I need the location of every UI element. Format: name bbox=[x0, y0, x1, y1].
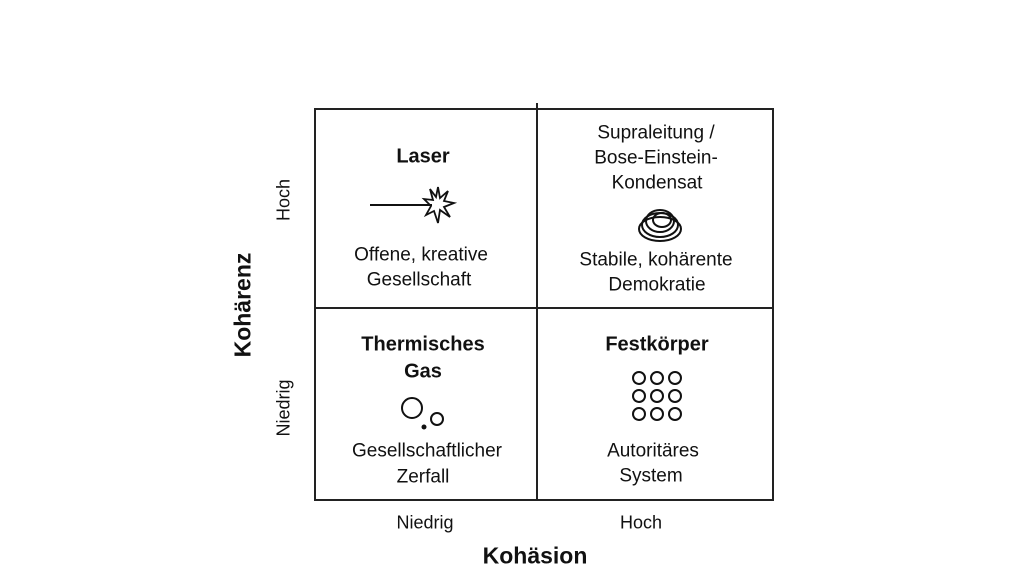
y-axis-title: Kohärenz bbox=[229, 252, 256, 358]
quadrant-title-thermal-gas: Thermisches bbox=[361, 333, 485, 356]
x-axis-title: Kohäsion bbox=[482, 542, 588, 569]
quadrant-description: Gesellschaftlicher bbox=[352, 440, 502, 462]
quadrant-title-superconductivity: Supraleitung / bbox=[597, 122, 715, 144]
lattice-atom bbox=[668, 407, 682, 421]
quadrant-description: System bbox=[619, 465, 683, 487]
quadrant-description: Autoritäres bbox=[607, 440, 699, 462]
y-axis-low-label: Niedrig bbox=[273, 379, 294, 437]
lattice-atom bbox=[668, 389, 682, 403]
quadrant-description: Zerfall bbox=[396, 466, 450, 488]
quadrant-description: Stabile, kohärente bbox=[579, 249, 733, 271]
lattice-atom bbox=[650, 389, 664, 403]
lattice-atom bbox=[632, 371, 646, 385]
quadrant-description: Offene, kreative bbox=[354, 244, 488, 266]
laser-icon bbox=[370, 186, 458, 224]
lattice-atom bbox=[668, 371, 682, 385]
quadrant-title-superconductivity: Kondensat bbox=[611, 172, 703, 194]
quadrant-grid bbox=[314, 108, 774, 501]
lattice-atom bbox=[650, 371, 664, 385]
quadrant-description: Demokratie bbox=[608, 274, 706, 296]
quadrant-title-superconductivity: Bose-Einstein- bbox=[594, 147, 718, 169]
lattice-atom bbox=[632, 407, 646, 421]
y-axis-high-label: Hoch bbox=[273, 178, 294, 222]
bubbles-icon bbox=[401, 397, 444, 430]
quadrant-title-laser: Laser bbox=[396, 145, 450, 168]
horizontal-divider bbox=[314, 307, 774, 309]
x-axis-low-label: Niedrig bbox=[396, 512, 454, 533]
quadrant-description: Gesellschaft bbox=[366, 269, 472, 291]
quadrant-title-thermal-gas: Gas bbox=[404, 360, 442, 383]
coil-icon bbox=[638, 209, 682, 242]
x-axis-high-label: Hoch bbox=[619, 512, 663, 533]
quadrant-title-solid: Festkörper bbox=[605, 333, 709, 356]
lattice-atom bbox=[632, 389, 646, 403]
lattice-icon bbox=[632, 371, 682, 421]
lattice-atom bbox=[650, 407, 664, 421]
vertical-divider bbox=[536, 103, 538, 501]
